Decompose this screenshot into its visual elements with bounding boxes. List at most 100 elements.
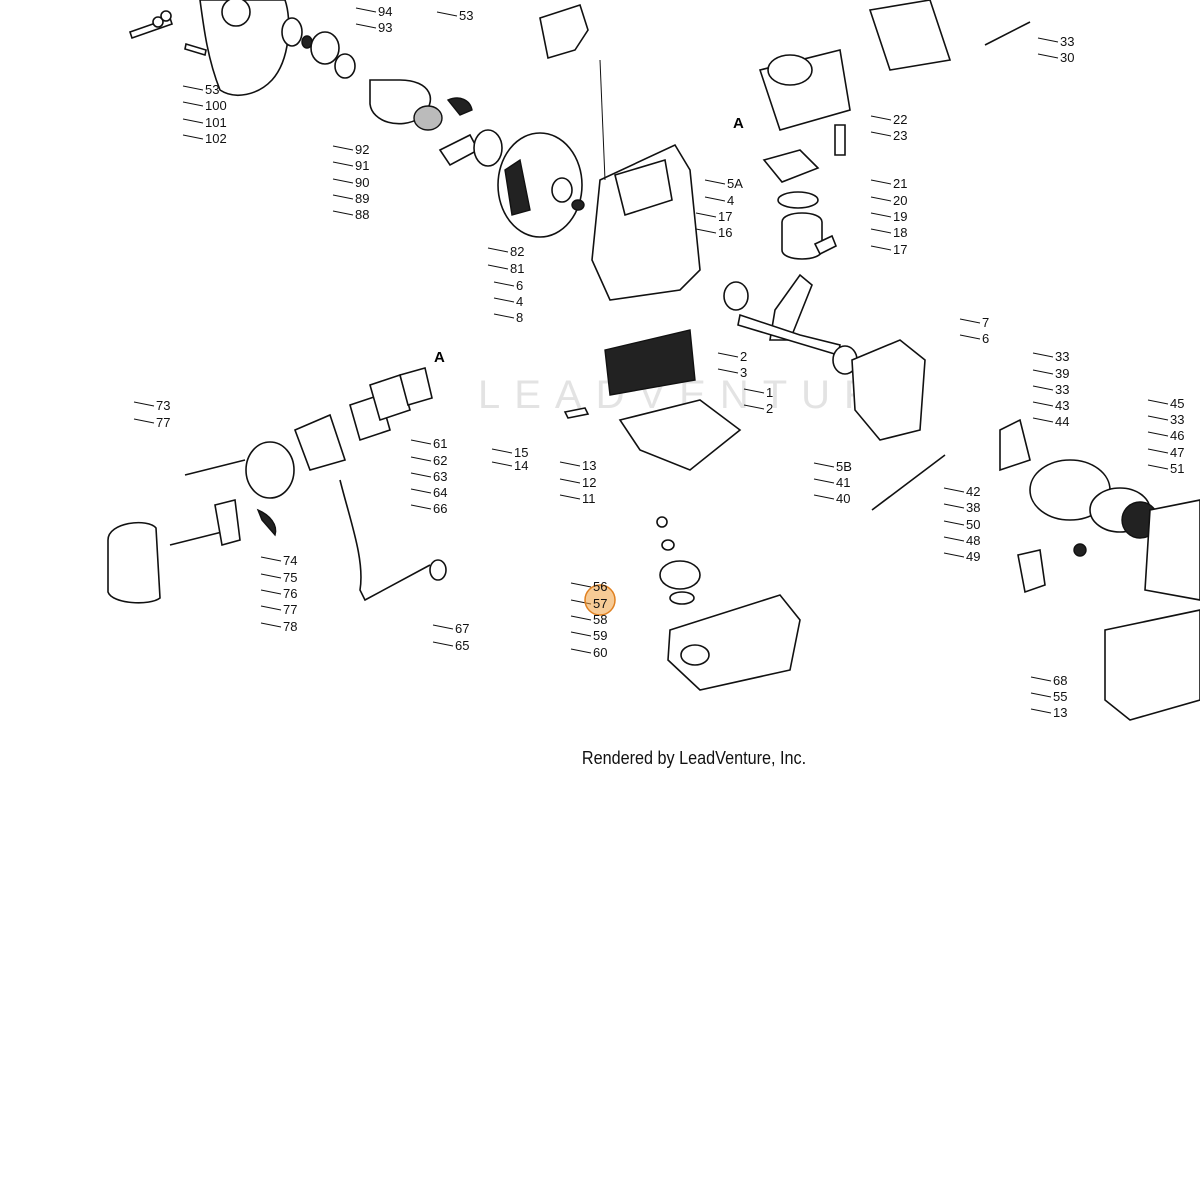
part-label-15[interactable]: 15 xyxy=(514,445,528,460)
part-label-57[interactable]: 57 xyxy=(593,596,607,611)
part-label-46[interactable]: 46 xyxy=(1170,428,1184,443)
part-label-75[interactable]: 75 xyxy=(283,570,297,585)
part-label-77[interactable]: 77 xyxy=(283,602,297,617)
part-label-67[interactable]: 67 xyxy=(455,621,469,636)
part-label-76[interactable]: 76 xyxy=(283,586,297,601)
part-label-89[interactable]: 89 xyxy=(355,191,369,206)
part-label-38[interactable]: 38 xyxy=(966,500,980,515)
part-label-14[interactable]: 14 xyxy=(514,458,528,473)
part-label-48[interactable]: 48 xyxy=(966,533,980,548)
leader-line xyxy=(1030,676,1052,682)
part-label-78[interactable]: 78 xyxy=(283,619,297,634)
part-label-49[interactable]: 49 xyxy=(966,549,980,564)
part-label-62[interactable]: 62 xyxy=(433,453,447,468)
part-label-16[interactable]: 16 xyxy=(718,225,732,240)
part-label-6[interactable]: 6 xyxy=(982,331,989,346)
leader-line xyxy=(133,401,155,407)
part-label-90[interactable]: 90 xyxy=(355,175,369,190)
part-label-51[interactable]: 51 xyxy=(1170,461,1184,476)
part-label-5B[interactable]: 5B xyxy=(836,459,852,474)
part-label-4[interactable]: 4 xyxy=(727,193,734,208)
part-label-53[interactable]: 53 xyxy=(205,82,219,97)
part-label-33[interactable]: 33 xyxy=(1055,382,1069,397)
part-label-1[interactable]: 1 xyxy=(766,385,773,400)
part-label-33[interactable]: 33 xyxy=(1170,412,1184,427)
part-label-65[interactable]: 65 xyxy=(455,638,469,653)
part-label-30[interactable]: 30 xyxy=(1060,50,1074,65)
part-label-45[interactable]: 45 xyxy=(1170,396,1184,411)
part-label-7[interactable]: 7 xyxy=(982,315,989,330)
part-label-39[interactable]: 39 xyxy=(1055,366,1069,381)
part-label-74[interactable]: 74 xyxy=(283,553,297,568)
leader-line xyxy=(493,313,515,319)
part-label-101[interactable]: 101 xyxy=(205,115,227,130)
leader-line xyxy=(432,624,454,630)
part-label-22[interactable]: 22 xyxy=(893,112,907,127)
part-label-23[interactable]: 23 xyxy=(893,128,907,143)
part-label-61[interactable]: 61 xyxy=(433,436,447,451)
part-label-33[interactable]: 33 xyxy=(1060,34,1074,49)
part-label-8[interactable]: 8 xyxy=(516,310,523,325)
leader-line xyxy=(260,605,282,611)
part-label-19[interactable]: 19 xyxy=(893,209,907,224)
part-label-33[interactable]: 33 xyxy=(1055,349,1069,364)
part-label-94[interactable]: 94 xyxy=(378,4,392,19)
part-label-68[interactable]: 68 xyxy=(1053,673,1067,688)
part-label-3[interactable]: 3 xyxy=(740,365,747,380)
part-label-91[interactable]: 91 xyxy=(355,158,369,173)
leader-line xyxy=(743,404,765,410)
part-label-63[interactable]: 63 xyxy=(433,469,447,484)
filter-housing-75 xyxy=(245,441,295,499)
part-label-55[interactable]: 55 xyxy=(1053,689,1067,704)
carburetor-64 xyxy=(293,413,347,471)
part-label-42[interactable]: 42 xyxy=(966,484,980,499)
part-label-40[interactable]: 40 xyxy=(836,491,850,506)
part-label-44[interactable]: 44 xyxy=(1055,414,1069,429)
part-label-17[interactable]: 17 xyxy=(718,209,732,224)
part-label-5A[interactable]: 5A xyxy=(727,176,743,191)
part-label-11[interactable]: 11 xyxy=(582,491,596,506)
part-label-60[interactable]: 60 xyxy=(593,645,607,660)
part-label-13[interactable]: 13 xyxy=(1053,705,1067,720)
part-label-77[interactable]: 77 xyxy=(156,415,170,430)
part-label-56[interactable]: 56 xyxy=(593,579,607,594)
part-label-6[interactable]: 6 xyxy=(516,278,523,293)
part-label-2[interactable]: 2 xyxy=(740,349,747,364)
leader-line xyxy=(1032,417,1054,423)
leader-line xyxy=(410,472,432,478)
part-label-43[interactable]: 43 xyxy=(1055,398,1069,413)
part-label-102[interactable]: 102 xyxy=(205,131,227,146)
part-label-12[interactable]: 12 xyxy=(582,475,596,490)
part-label-47[interactable]: 47 xyxy=(1170,445,1184,460)
part-label-53[interactable]: 53 xyxy=(459,8,473,23)
part-label-100[interactable]: 100 xyxy=(205,98,227,113)
part-label-2[interactable]: 2 xyxy=(766,401,773,416)
part-label-81[interactable]: 81 xyxy=(510,261,524,276)
part-label-92[interactable]: 92 xyxy=(355,142,369,157)
part-label-41[interactable]: 41 xyxy=(836,475,850,490)
leader-line xyxy=(570,582,592,588)
part-label-58[interactable]: 58 xyxy=(593,612,607,627)
part-label-50[interactable]: 50 xyxy=(966,517,980,532)
leader-line xyxy=(493,297,515,303)
piston-19 xyxy=(781,212,823,260)
leader-line xyxy=(260,573,282,579)
part-label-82[interactable]: 82 xyxy=(510,244,524,259)
leader-line xyxy=(570,615,592,621)
part-label-17[interactable]: 17 xyxy=(893,242,907,257)
part-label-93[interactable]: 93 xyxy=(378,20,392,35)
highlighted-part-marker[interactable] xyxy=(584,584,616,616)
part-label-20[interactable]: 20 xyxy=(893,193,907,208)
part-label-73[interactable]: 73 xyxy=(156,398,170,413)
leader-line xyxy=(355,7,377,13)
part-label-18[interactable]: 18 xyxy=(893,225,907,240)
part-label-59[interactable]: 59 xyxy=(593,628,607,643)
part-label-66[interactable]: 66 xyxy=(433,501,447,516)
part-label-88[interactable]: 88 xyxy=(355,207,369,222)
part-label-21[interactable]: 21 xyxy=(893,176,907,191)
part-label-13[interactable]: 13 xyxy=(582,458,596,473)
leader-line xyxy=(943,520,965,526)
part-label-64[interactable]: 64 xyxy=(433,485,447,500)
part-label-4[interactable]: 4 xyxy=(516,294,523,309)
